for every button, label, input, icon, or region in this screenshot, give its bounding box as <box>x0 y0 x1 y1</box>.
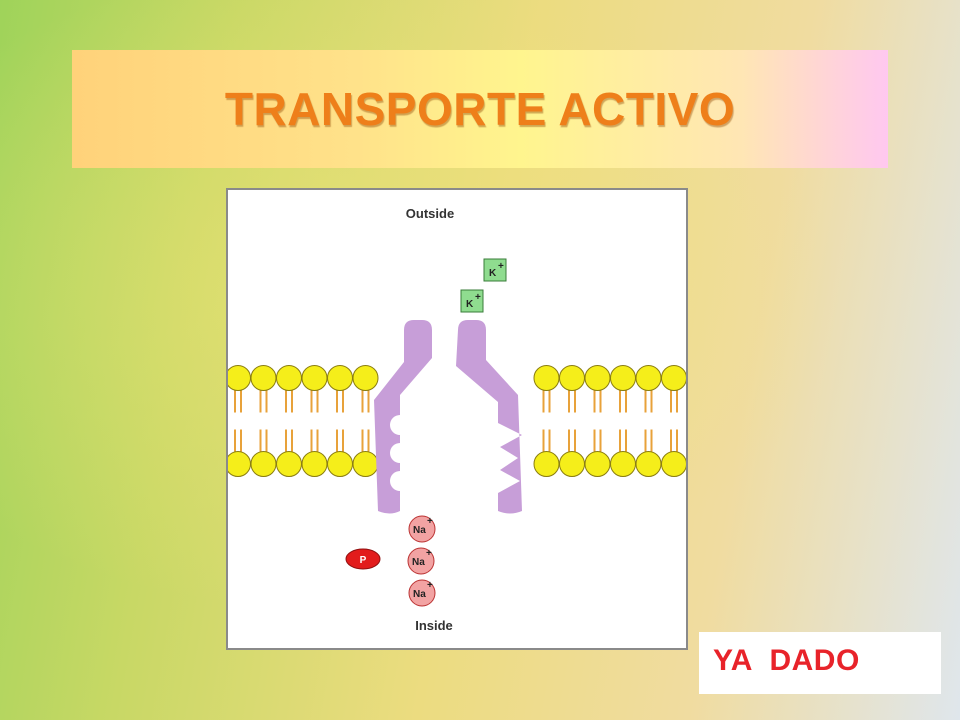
sodium-ion: Na + <box>408 515 436 543</box>
status-badge: YA DADO <box>699 632 941 694</box>
lipid-head <box>635 451 662 477</box>
svg-text:Na: Na <box>413 525 426 536</box>
potassium-ion: K + <box>483 258 507 282</box>
lipid-head <box>352 365 379 391</box>
lipid-head <box>276 451 302 477</box>
svg-text:Na: Na <box>412 557 425 568</box>
membrane-diagram: Outside Inside K + K + Na + Na + Na + <box>226 188 688 650</box>
lipid-head <box>301 451 328 477</box>
sodium-ion: Na + <box>407 547 435 575</box>
lipid-head <box>533 365 560 391</box>
outside-label: Outside <box>406 206 454 221</box>
lipid-head <box>250 365 277 391</box>
svg-text:K: K <box>466 299 474 310</box>
lipid-head <box>228 365 251 391</box>
svg-text:P: P <box>360 555 367 566</box>
lipid-head <box>610 365 636 391</box>
lipid-head <box>584 365 611 391</box>
slide-title: TRANSPORTE ACTIVO <box>224 83 736 135</box>
svg-text:Na: Na <box>413 589 426 600</box>
lipid-bilayer <box>228 365 686 477</box>
lipid-head <box>661 451 686 477</box>
lipid-head <box>584 451 611 477</box>
status-badge-text: YA DADO <box>713 644 860 677</box>
sodium-ion: Na + <box>408 579 436 607</box>
lipid-head <box>276 365 302 391</box>
potassium-ion: K + <box>460 289 484 313</box>
lipid-head <box>228 451 251 477</box>
lipid-head <box>635 365 662 391</box>
title-banner <box>72 50 888 168</box>
diagram-canvas: Outside Inside K + K + Na + Na + Na + <box>228 206 686 633</box>
protein-right-subunit <box>456 320 522 514</box>
phosphate-group: P <box>345 548 381 570</box>
svg-text:K: K <box>489 268 497 279</box>
lipid-head <box>352 451 379 477</box>
lipid-head <box>559 451 585 477</box>
lipid-head <box>327 365 353 391</box>
inside-label: Inside <box>415 618 453 633</box>
lipid-head <box>533 451 560 477</box>
lipid-head <box>301 365 328 391</box>
lipid-head <box>610 451 636 477</box>
svg-text:+: + <box>475 292 481 303</box>
lipid-head <box>327 451 353 477</box>
svg-text:+: + <box>427 516 433 527</box>
svg-text:+: + <box>426 548 432 559</box>
svg-text:+: + <box>427 580 433 591</box>
protein-left-subunit <box>374 320 432 514</box>
lipid-head <box>250 451 277 477</box>
lipid-head <box>661 365 686 391</box>
lipid-head <box>559 365 585 391</box>
svg-text:+: + <box>498 261 504 272</box>
